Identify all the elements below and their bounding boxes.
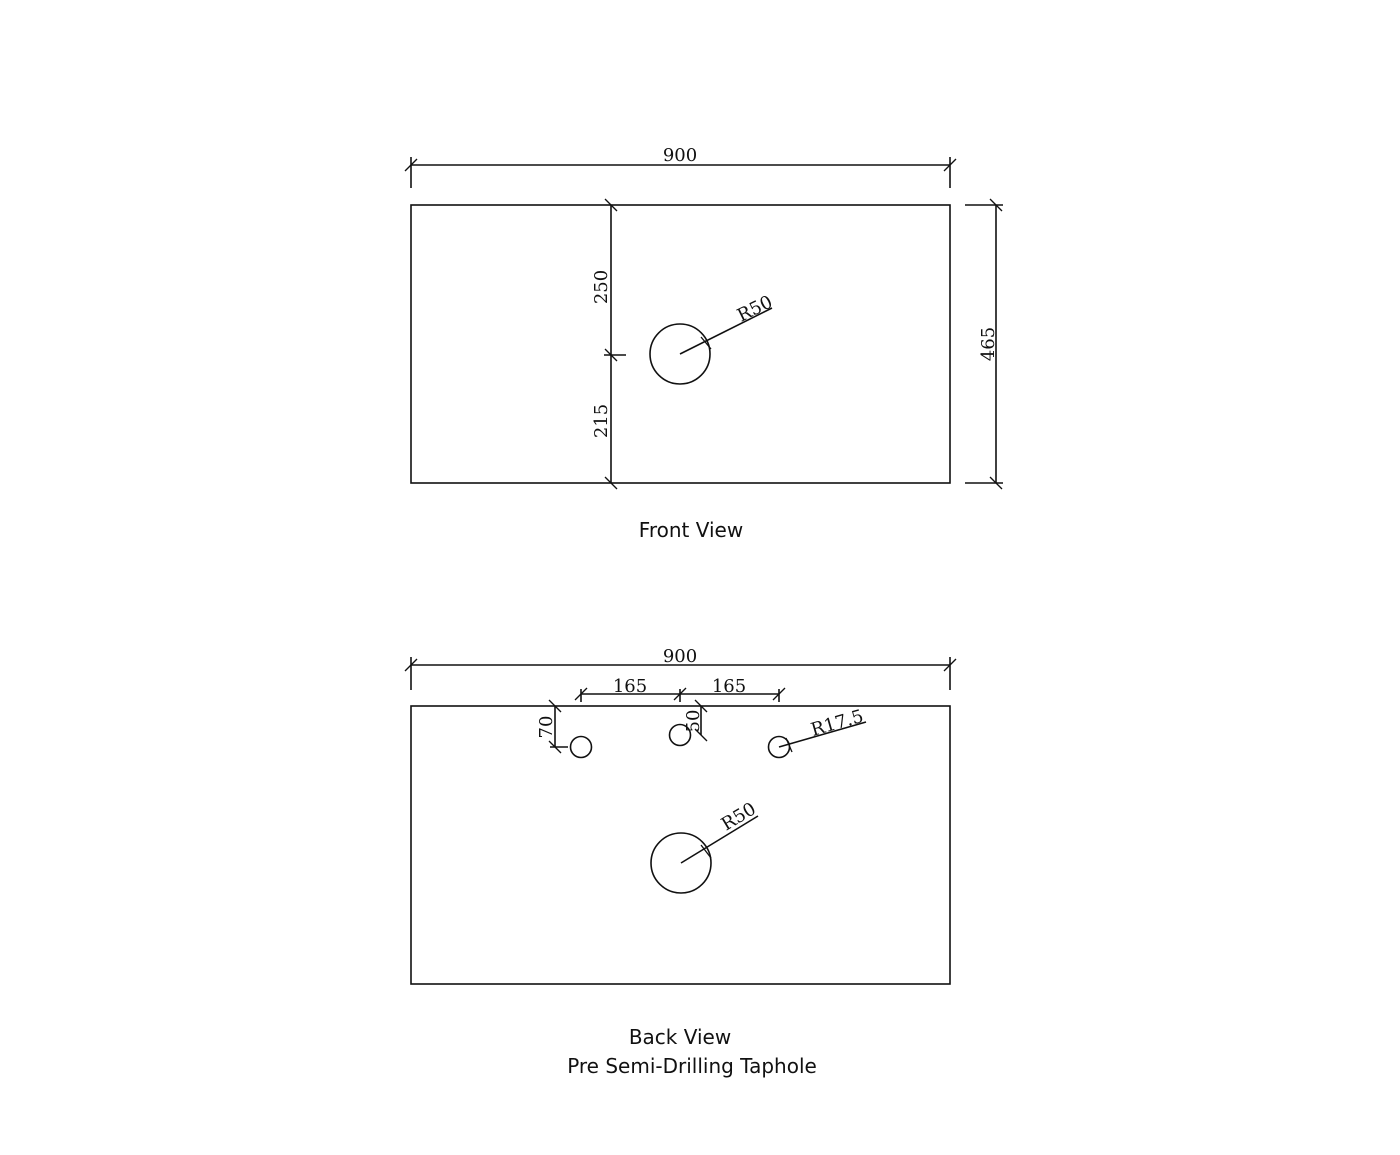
front-offset-dimension: 250 215 [591,198,626,490]
front-view: 900 465 250 215 R50 Front V [404,145,1003,542]
front-view-outline [410,204,951,484]
back-side-offset-dimension: 70 [536,699,568,754]
front-bottom-offset-label: 215 [591,404,612,438]
back-view: 900 165 165 70 50 [404,646,957,1078]
front-view-caption: Front View [639,518,743,542]
front-basin-hole: R50 [649,292,776,385]
front-top-offset-label: 250 [591,270,612,304]
back-side-offset-label: 70 [536,716,557,739]
back-left-spacing-label: 165 [613,676,647,697]
front-basin-radius-label: R50 [734,292,776,327]
back-view-caption: Back View [629,1025,731,1049]
back-basin-circle [650,832,712,894]
front-height-dimension: 465 [965,198,1003,490]
back-view-outline [410,705,951,985]
front-width-dimension: 900 [404,145,957,188]
back-view-subcaption: Pre Semi-Drilling Taphole [567,1054,817,1078]
back-taphole-left [569,735,593,759]
back-center-offset-dimension: 50 [683,699,708,742]
back-spacing-dimension: 165 165 [574,676,786,702]
back-basin-hole: R50 [650,799,760,894]
back-taphole-radius-label: R17.5 [809,706,866,741]
back-width-label: 900 [663,646,697,667]
front-height-label: 465 [978,327,999,361]
back-right-spacing-label: 165 [712,676,746,697]
front-basin-circle [649,323,711,385]
back-center-offset-label: 50 [683,710,704,733]
front-width-label: 900 [663,145,697,166]
back-taphole-center [668,723,692,747]
back-taphole-radius-leader: R17.5 [778,706,867,753]
back-basin-radius-label: R50 [718,799,760,836]
back-width-dimension: 900 [404,646,957,690]
